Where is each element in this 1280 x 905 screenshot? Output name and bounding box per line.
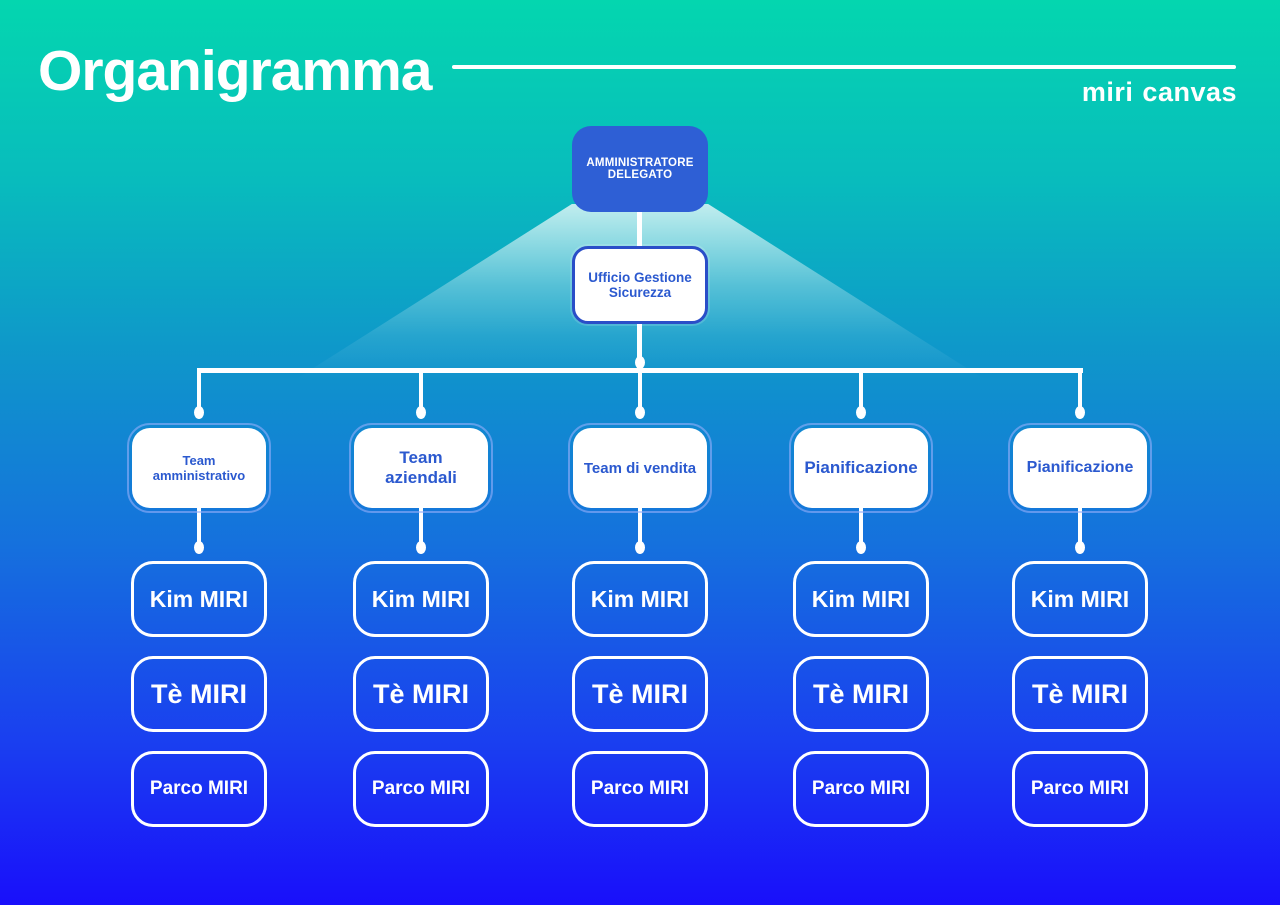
member-label: Kim MIRI [1030,585,1130,612]
connector-dot [856,541,866,554]
org-column: Team di vendita Kim MIRI Tè MIRI Parco M… [565,369,715,827]
connector-dot [635,406,645,419]
connector-line [418,369,424,409]
org-column: Pianificazione Kim MIRI Tè MIRI Parco MI… [786,369,936,827]
org-column: Pianificazione Kim MIRI Tè MIRI Parco MI… [1005,369,1155,827]
member-label: Parco MIRI [371,778,471,799]
org-node-ceo: AMMINISTRATORE DELEGATO [572,126,708,212]
org-node-member: Parco MIRI [353,751,489,827]
team-label: Team di vendita [583,459,697,477]
member-label: Tè MIRI [150,678,247,709]
org-node-team: Team aziendali [349,423,493,513]
connector-line [196,508,202,544]
org-node-member: Kim MIRI [572,561,708,637]
org-node-member: Tè MIRI [793,656,929,732]
member-list: Kim MIRI Tè MIRI Parco MIRI [131,561,267,827]
org-node-team: Pianificazione [1008,423,1152,513]
member-label: Tè MIRI [591,678,688,709]
org-node-member: Tè MIRI [131,656,267,732]
org-node-team: Pianificazione [789,423,933,513]
team-label: Team amministrativo [152,453,246,483]
member-label: Parco MIRI [811,778,911,799]
connector-dot [194,406,204,419]
connector-dot [416,406,426,419]
connector-line [858,508,864,544]
member-label: Parco MIRI [590,778,690,799]
org-node-member: Kim MIRI [353,561,489,637]
org-node-member: Kim MIRI [1012,561,1148,637]
connector-line [196,369,202,409]
connector-line [637,210,642,248]
member-label: Parco MIRI [149,778,249,799]
connector-dot [1075,541,1085,554]
logo-word-canvas: canvas [1142,77,1237,107]
connector-line [858,369,864,409]
connector-dot [635,541,645,554]
org-column: Team aziendali Kim MIRI Tè MIRI Parco MI… [346,369,496,827]
org-node-member: Parco MIRI [131,751,267,827]
page-title: Organigramma [38,39,432,103]
org-node-member: Tè MIRI [1012,656,1148,732]
member-label: Parco MIRI [1030,778,1130,799]
connector-line [418,508,424,544]
member-label: Kim MIRI [590,585,690,612]
connector-dot [635,356,645,369]
org-node-member: Kim MIRI [793,561,929,637]
connector-dot [416,541,426,554]
org-node-member: Parco MIRI [1012,751,1148,827]
member-list: Kim MIRI Tè MIRI Parco MIRI [793,561,929,827]
connector-line [1077,508,1083,544]
connector-dot [1075,406,1085,419]
team-label: Team aziendali [385,448,457,487]
member-label: Kim MIRI [149,585,249,612]
title-rule-line [452,65,1236,69]
org-node-team: Team amministrativo [127,423,271,513]
member-label: Tè MIRI [372,678,469,709]
connector-dot [194,541,204,554]
team-label: Pianificazione [804,458,918,477]
org-node-member: Tè MIRI [572,656,708,732]
member-label: Kim MIRI [371,585,471,612]
org-node-member: Parco MIRI [572,751,708,827]
member-list: Kim MIRI Tè MIRI Parco MIRI [572,561,708,827]
connector-line [637,508,643,544]
org-node-member: Parco MIRI [793,751,929,827]
org-node-ceo-label: AMMINISTRATORE DELEGATO [586,157,694,181]
connector-line [637,322,642,370]
miricanvas-logo: miri canvas [1082,77,1237,108]
connector-line [637,369,643,409]
team-label: Pianificazione [1026,459,1134,476]
member-list: Kim MIRI Tè MIRI Parco MIRI [353,561,489,827]
connector-line [1077,369,1083,409]
member-label: Tè MIRI [812,678,909,709]
org-node-team: Team di vendita [568,423,712,513]
member-list: Kim MIRI Tè MIRI Parco MIRI [1012,561,1148,827]
logo-word-miri: miri [1081,77,1134,107]
org-node-security-office: Ufficio Gestione Sicurezza [572,246,708,324]
member-label: Tè MIRI [1031,678,1128,709]
connector-dot [856,406,866,419]
org-node-security-office-label: Ufficio Gestione Sicurezza [588,270,692,300]
org-column: Team amministrativo Kim MIRI Tè MIRI Par… [124,369,274,827]
member-label: Kim MIRI [811,585,911,612]
org-node-member: Tè MIRI [353,656,489,732]
org-node-member: Kim MIRI [131,561,267,637]
